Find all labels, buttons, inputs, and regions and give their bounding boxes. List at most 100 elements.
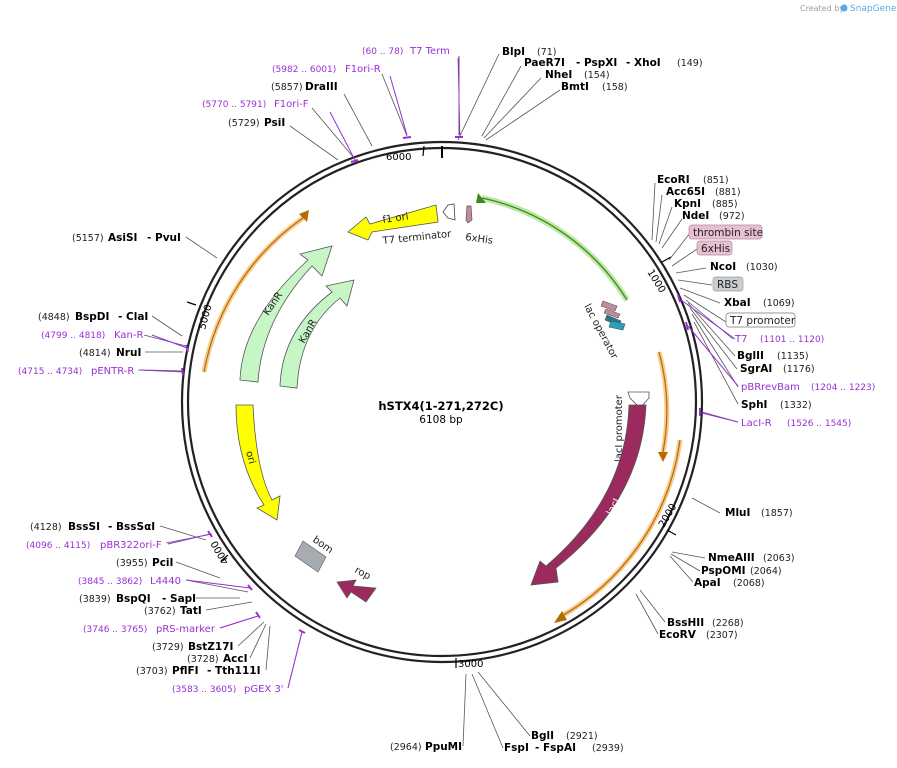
svg-text:PciI: PciI xyxy=(152,557,173,569)
orf-arc-left-arrow xyxy=(299,210,309,222)
enzyme-bmti[interactable]: BmtI (158) xyxy=(561,81,628,93)
kanr-outer-feature[interactable] xyxy=(239,245,333,383)
svg-text:AccI: AccI xyxy=(223,653,247,665)
feature-box-t7-promoter[interactable]: T7 promoter xyxy=(725,312,796,328)
primer-leaders xyxy=(139,56,739,689)
enzyme-bglii[interactable]: BglII (1135) xyxy=(737,350,809,362)
enzyme-bgli[interactable]: BglI (2921) xyxy=(531,730,598,742)
primer-kan-r[interactable]: (4799 .. 4818) Kan-R xyxy=(41,330,143,341)
orf-arc-right-arrow xyxy=(658,452,668,462)
enzyme-acci[interactable]: (3728) AccI xyxy=(187,653,247,665)
laci-promoter-feature[interactable] xyxy=(627,391,650,409)
svg-text:LacI-R: LacI-R xyxy=(741,418,772,429)
ori-feature[interactable] xyxy=(235,404,281,521)
lac-operator-cluster[interactable] xyxy=(600,300,626,331)
svg-text:(158): (158) xyxy=(602,82,628,93)
primer-f1ori-r[interactable]: (5982 .. 6001) F1ori-R xyxy=(272,64,381,75)
enzyme-pcii[interactable]: (3955) PciI xyxy=(116,557,173,569)
primer-t7-term[interactable]: (60 .. 78) T7 Term xyxy=(362,46,450,57)
svg-text:(3762): (3762) xyxy=(144,606,176,617)
primer-t7[interactable]: T7 (1101 .. 1120) xyxy=(734,334,824,345)
enzyme-ncoi[interactable]: NcoI (1030) xyxy=(710,261,778,273)
enzyme-acc65i[interactable]: Acc65I (881) xyxy=(666,186,741,198)
primer-pbrrevbam[interactable]: pBRrevBam (1204 .. 1223) xyxy=(741,382,875,393)
svg-text:PsiI: PsiI xyxy=(264,117,285,129)
enzyme-bspdi-clai[interactable]: (4848) BspDI - ClaI xyxy=(38,311,148,323)
svg-text:- PspXI: - PspXI xyxy=(576,57,617,69)
t7-terminator-feature[interactable] xyxy=(442,203,456,221)
svg-text:(2068): (2068) xyxy=(733,578,765,589)
primer-pentr-r[interactable]: (4715 .. 4734) pENTR-R xyxy=(18,366,134,377)
kanr-inner-feature[interactable] xyxy=(279,279,355,389)
enzyme-bspqi-sapi[interactable]: (3839) BspQI - SapI xyxy=(79,593,196,605)
svg-text:(4848): (4848) xyxy=(38,312,70,323)
enzyme-xbai[interactable]: XbaI (1069) xyxy=(724,297,795,309)
enzyme-nrui[interactable]: (4814) NruI xyxy=(79,347,141,359)
f1-ori-feature[interactable] xyxy=(347,204,439,241)
svg-text:- PvuI: - PvuI xyxy=(147,232,181,244)
tick-4000: 4000 xyxy=(209,538,231,566)
enzyme-nhei[interactable]: NheI (154) xyxy=(545,69,610,81)
primer-l4440[interactable]: (3845 .. 3862) L4440 xyxy=(78,576,181,587)
primer-pbr322ori-f[interactable]: (4096 .. 4115) pBR322ori-F xyxy=(26,540,162,551)
enzyme-mlui[interactable]: MluI (1857) xyxy=(725,507,793,519)
feature-box-thrombin-site[interactable]: thrombin site xyxy=(688,224,763,240)
enzyme-ecori[interactable]: EcoRI (851) xyxy=(657,174,729,186)
enzyme-pspomi[interactable]: PspOMI (2064) xyxy=(701,565,782,577)
svg-text:BglII: BglII xyxy=(737,350,764,362)
enzyme-pflfi-tth111i[interactable]: (3703) PflFI - Tth111I xyxy=(136,665,261,677)
tick-3000: 3000 xyxy=(455,658,483,670)
tick-1000: 1000 xyxy=(644,256,672,295)
primer-prs-marker[interactable]: (3746 .. 3765) pRS-marker xyxy=(83,624,216,635)
svg-text:pRS-marker: pRS-marker xyxy=(156,624,216,635)
enzyme-nmeaiii[interactable]: NmeAIII (2063) xyxy=(708,552,795,564)
enzyme-bsssi-bsssai[interactable]: (4128) BssSI - BssSαI xyxy=(30,521,155,533)
enzyme-psii[interactable]: (5729) PsiI xyxy=(228,117,285,129)
leader-lines xyxy=(137,53,739,749)
enzyme-bsshii[interactable]: BssHII (2268) xyxy=(667,617,744,629)
plasmid-name: hSTX4(1-271,272C) xyxy=(378,399,503,413)
primer-pgex-3[interactable]: (3583 .. 3605) pGEX 3' xyxy=(172,684,284,695)
enzyme-sphi[interactable]: SphI (1332) xyxy=(741,399,812,411)
enzyme-ecorv[interactable]: EcoRV (2307) xyxy=(659,629,738,641)
svg-text:(3729): (3729) xyxy=(152,642,184,653)
insert-arc[interactable] xyxy=(481,195,630,302)
enzyme-paer7i-pspxi-xhoi[interactable]: PaeR7I - PspXI - XhoI (149) xyxy=(524,57,703,69)
his6-feature-top[interactable] xyxy=(465,205,473,224)
enzyme-sgrai[interactable]: SgrAI (1176) xyxy=(740,363,815,375)
svg-text:NmeAIII: NmeAIII xyxy=(708,552,755,564)
enzyme-draiii[interactable]: (5857) DraIII xyxy=(271,81,338,93)
rop-feature[interactable] xyxy=(336,579,377,603)
svg-text:pBRrevBam: pBRrevBam xyxy=(741,382,800,393)
primer-laci-r[interactable]: LacI-R (1526 .. 1545) xyxy=(741,418,851,429)
enzyme-asisi-pvui[interactable]: (5157) AsiSI - PvuI xyxy=(72,232,181,244)
svg-text:(3728): (3728) xyxy=(187,654,219,665)
laci-feature[interactable] xyxy=(530,404,647,586)
enzyme-ppumi[interactable]: (2964) PpuMI xyxy=(390,741,462,753)
primer-f1ori-f[interactable]: (5770 .. 5791) F1ori-F xyxy=(202,99,309,110)
svg-text:(5157): (5157) xyxy=(72,233,104,244)
backbone-outer-strand[interactable] xyxy=(180,140,704,664)
enzyme-blpi[interactable]: BlpI (71) xyxy=(502,46,557,58)
svg-text:(1526 .. 1545): (1526 .. 1545) xyxy=(787,419,851,429)
svg-text:BssSI: BssSI xyxy=(68,521,100,533)
svg-text:(2921): (2921) xyxy=(566,731,598,742)
feature-box-6xhis[interactable]: 6xHis xyxy=(696,240,733,256)
enzyme-ndei[interactable]: NdeI (972) xyxy=(682,210,745,222)
enzyme-tati[interactable]: (3762) TatI xyxy=(144,605,202,617)
svg-text:(149): (149) xyxy=(677,58,703,69)
svg-text:- BssSαI: - BssSαI xyxy=(108,521,155,533)
svg-text:BstZ17I: BstZ17I xyxy=(188,641,233,653)
svg-text:- Tth111I: - Tth111I xyxy=(207,665,261,677)
svg-text:pGEX 3': pGEX 3' xyxy=(244,684,284,695)
svg-text:F1ori-F: F1ori-F xyxy=(274,99,309,110)
enzyme-fspi-fspai[interactable]: FspI - FspAI (2939) xyxy=(504,742,624,754)
feature-box-rbs[interactable]: RBS xyxy=(712,276,744,292)
enzyme-kpni[interactable]: KpnI (885) xyxy=(674,198,738,210)
enzyme-bstz17i[interactable]: (3729) BstZ17I xyxy=(152,641,233,653)
svg-text:SgrAI: SgrAI xyxy=(740,363,772,375)
bom-feature[interactable] xyxy=(294,540,327,573)
enzyme-apai[interactable]: ApaI (2068) xyxy=(694,577,765,589)
